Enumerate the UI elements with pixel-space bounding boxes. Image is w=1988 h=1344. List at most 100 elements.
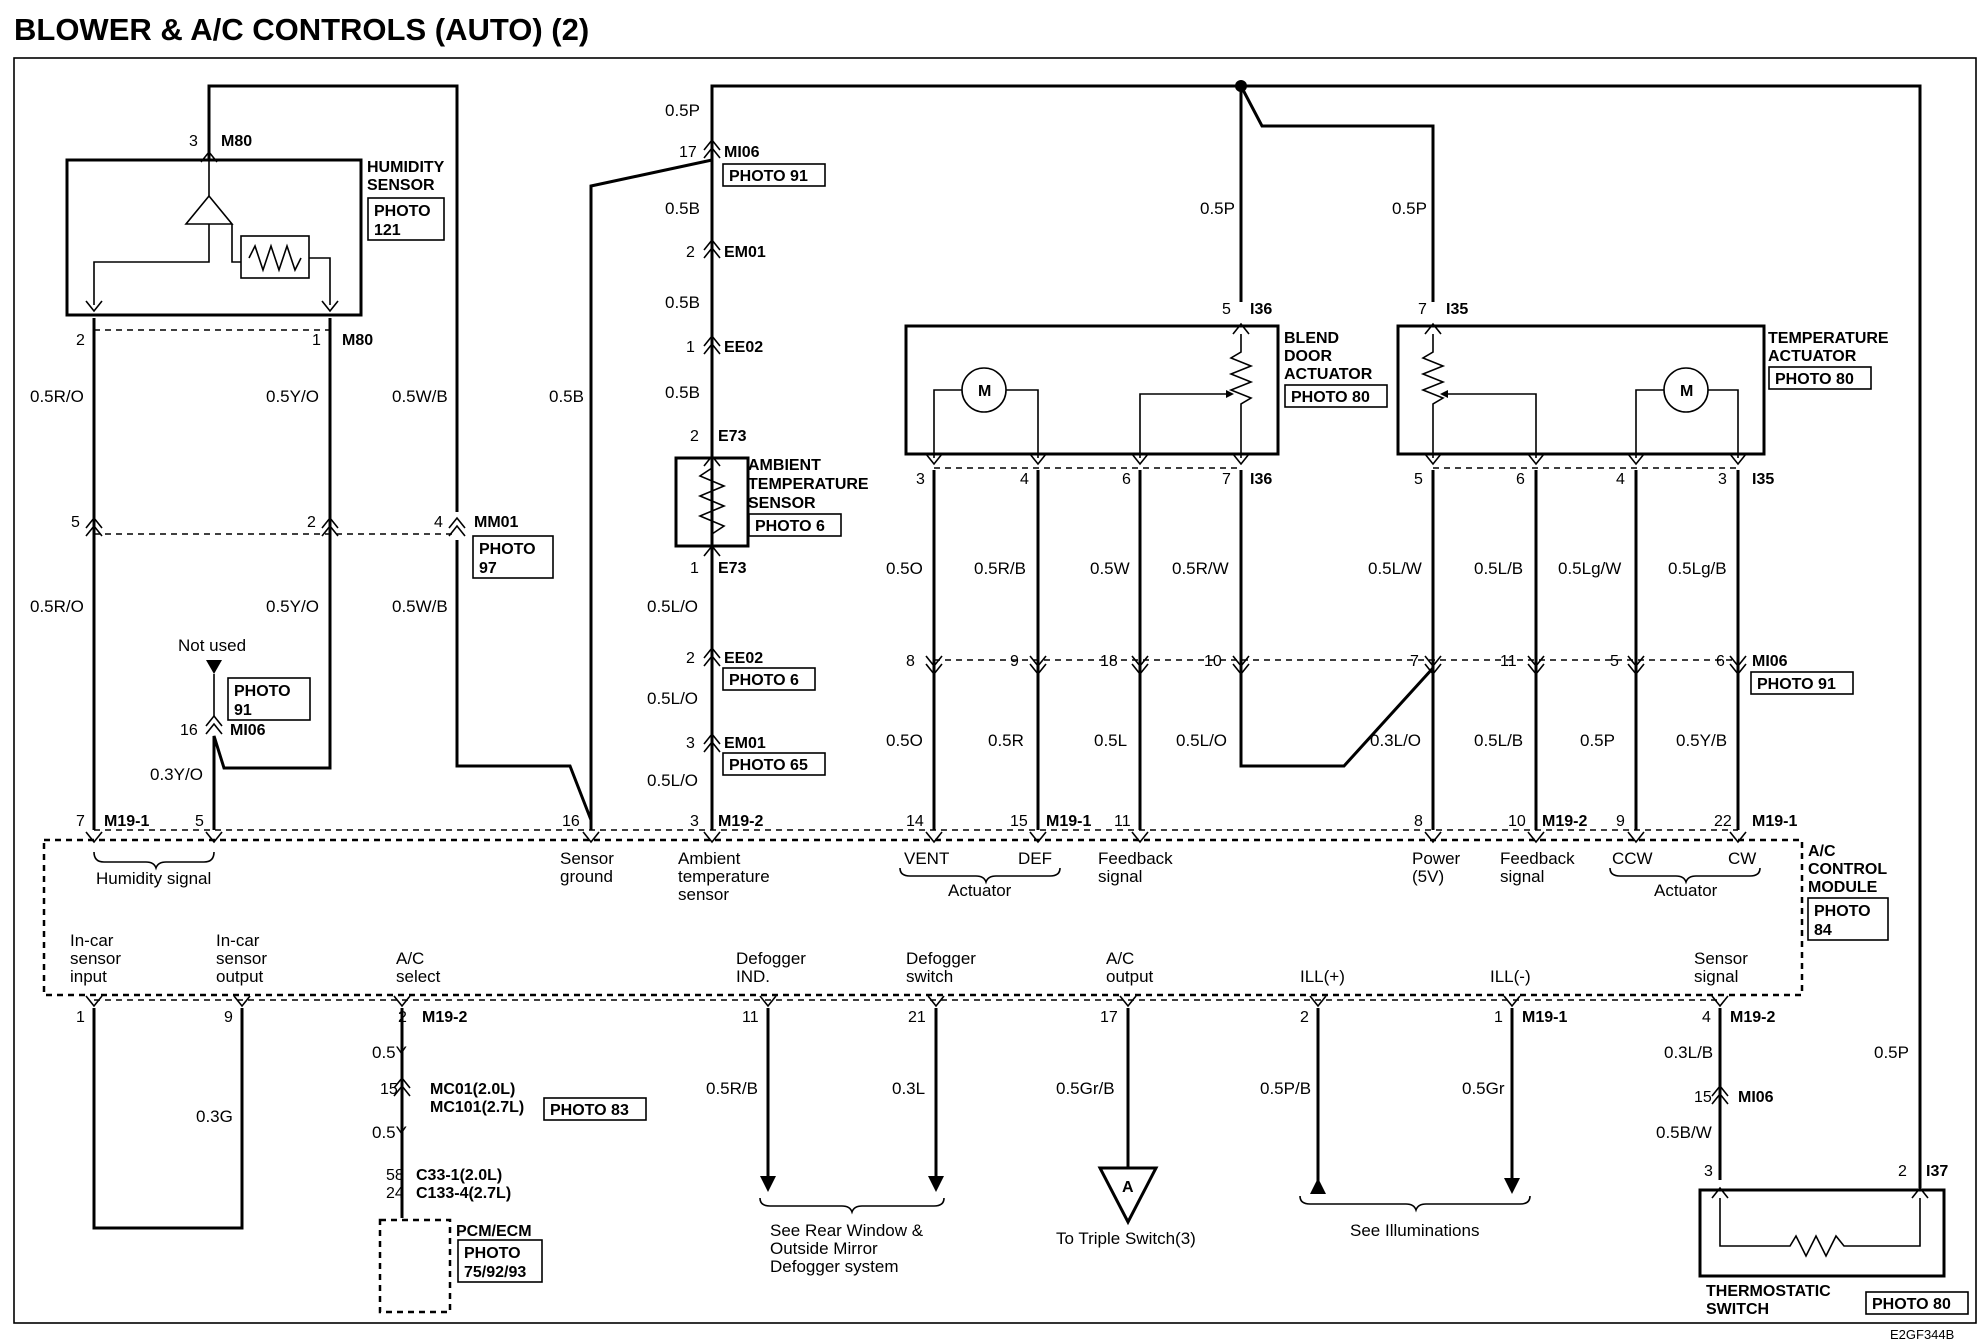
wire-label: 0.5Y/B xyxy=(1676,731,1727,750)
signal-ill-minus: ILL(-) xyxy=(1490,967,1531,986)
wire-label: 0.3Y/O xyxy=(150,765,203,784)
actuator-wires: 0.5O 0.5R/B 0.5W 0.5R/W 0.5L/W 0.5L/B 0.… xyxy=(886,470,1854,830)
pin-label: 7 xyxy=(1222,471,1231,488)
pin-label: 24 xyxy=(386,1185,404,1202)
pcm-photo-2: 75/92/93 xyxy=(464,1264,526,1281)
wire-label: 0.5Y/O xyxy=(266,387,319,406)
signal-feedback-b-2: signal xyxy=(1500,867,1544,886)
wire-label: 0.5L/O xyxy=(647,771,698,790)
humidity-sensor-label-2: SENSOR xyxy=(367,177,435,194)
blend-door-label-3: ACTUATOR xyxy=(1284,366,1373,383)
ac-module-photo-1: PHOTO xyxy=(1814,903,1871,920)
signal-ccw: CCW xyxy=(1612,849,1653,868)
signal-incar-input-3: input xyxy=(70,967,107,986)
note-defogger-3: Defogger system xyxy=(770,1257,899,1276)
ambient-sensor-column: 0.5P 17 MI06 PHOTO 91 0.5B 2 EM01 0.5B 1… xyxy=(589,86,869,830)
wire-label: 0.5O xyxy=(886,559,923,578)
signal-sensor-ground-2: ground xyxy=(560,867,613,886)
ac-control-module: A/C CONTROL MODULE PHOTO 84 7 M19-1 5 16… xyxy=(42,813,1889,1026)
pin-label: 17 xyxy=(1100,1009,1118,1026)
connector-label: MM01 xyxy=(474,514,519,531)
wire-label: 0.5B xyxy=(665,199,700,218)
connector-label: EM01 xyxy=(724,735,766,752)
signal-cw: CW xyxy=(1728,849,1756,868)
wire-label: 0.3L/B xyxy=(1664,1043,1713,1062)
connector-label: I37 xyxy=(1926,1163,1948,1180)
footer-code: E2GF344B xyxy=(1890,1327,1954,1342)
pin-label: 2 xyxy=(686,650,695,667)
illumination-circuits: 0.5P/B 0.5Gr See Illuminations xyxy=(1260,1008,1531,1240)
motor-symbol-a: M xyxy=(978,383,991,400)
diagram-frame xyxy=(13,57,1977,1324)
wire-label: 0.5L/B xyxy=(1474,731,1523,750)
pin-label: 11 xyxy=(1114,813,1131,830)
pin-label: 21 xyxy=(908,1009,926,1026)
pin-label: 6 xyxy=(1122,471,1131,488)
pin-label: 5 xyxy=(1222,301,1231,318)
diagram-title: BLOWER & A/C CONTROLS (AUTO) (2) xyxy=(14,12,589,47)
pin-label: 5 xyxy=(71,514,80,531)
wire-label: 0.5L xyxy=(1094,731,1127,750)
humidity-photo-2: 121 xyxy=(374,222,401,239)
wire-label: 0.5Y/O xyxy=(266,597,319,616)
temp-actuator-label-2: ACTUATOR xyxy=(1768,348,1857,365)
signal-defogger-switch-2: switch xyxy=(906,967,953,986)
connector-label: EM01 xyxy=(724,244,766,261)
connector-label: I35 xyxy=(1752,471,1774,488)
pin-label: 14 xyxy=(906,813,924,830)
thermostatic-label-1: THERMOSTATIC xyxy=(1706,1283,1831,1300)
wire-label: 0.5W/B xyxy=(392,387,448,406)
pin-label: 1 xyxy=(690,560,699,577)
signal-actuator-a: Actuator xyxy=(948,881,1012,900)
pin-label: 1 xyxy=(686,339,695,356)
signal-incar-input-1: In-car xyxy=(70,931,114,950)
temp-actuator-photo: PHOTO 80 xyxy=(1775,371,1854,388)
pin-label: 3 xyxy=(189,133,198,150)
connector-label: E73 xyxy=(718,428,747,445)
photo-ref: PHOTO 91 xyxy=(729,168,808,185)
connector-label: I36 xyxy=(1250,301,1272,318)
wire-label: 0.5L/O xyxy=(1176,731,1227,750)
wire-label: 0.5R/O xyxy=(30,387,84,406)
wire-label: 0.5R/B xyxy=(706,1079,758,1098)
blend-door-label-1: BLEND xyxy=(1284,330,1339,347)
pin-label: 1 xyxy=(1494,1009,1503,1026)
pcm-circuit: 0.5Y 15 MC01(2.0L) MC101(2.7L) PHOTO 83 … xyxy=(372,1008,647,1314)
pin-label: 7 xyxy=(1410,653,1419,670)
ambient-sensor-photo: PHOTO 6 xyxy=(755,518,825,535)
pin-label: 17 xyxy=(679,144,697,161)
photo-ref: PHOTO xyxy=(234,683,291,700)
wire-label: 0.5P xyxy=(1580,731,1615,750)
ac-module-label-1: A/C xyxy=(1808,843,1836,860)
motor-symbol-b: M xyxy=(1680,383,1693,400)
connector-label: MI06 xyxy=(1752,653,1788,670)
wire-label: 0.5L/W xyxy=(1368,559,1422,578)
note-defogger-2: Outside Mirror xyxy=(770,1239,878,1258)
pin-label: 2 xyxy=(307,514,316,531)
pin-label: 2 xyxy=(1300,1009,1309,1026)
signal-defogger-switch-1: Defogger xyxy=(906,949,976,968)
wire-label: 0.5P xyxy=(1874,1043,1909,1062)
connector-label: MI06 xyxy=(1738,1089,1774,1106)
photo-ref: 97 xyxy=(479,560,497,577)
signal-power-2: (5V) xyxy=(1412,867,1444,886)
wire-label: 0.3L/O xyxy=(1370,731,1421,750)
ac-module-label-2: CONTROL xyxy=(1808,861,1887,878)
pin-label: 9 xyxy=(224,1009,233,1026)
signal-ac-select-1: A/C xyxy=(396,949,424,968)
signal-ac-output-2: output xyxy=(1106,967,1154,986)
connector-label: M19-1 xyxy=(104,813,149,830)
humidity-photo-1: PHOTO xyxy=(374,203,431,220)
wire-label: 0.3L xyxy=(892,1079,925,1098)
humidity-wires: 2 1 M80 0.5R/O 0.5Y/O 0.5W/B 0.5B 0.5R/O… xyxy=(30,318,584,830)
signal-vent: VENT xyxy=(904,849,949,868)
wire-label: 0.5B/W xyxy=(1656,1123,1712,1142)
connector-label: M19-2 xyxy=(718,813,763,830)
pin-label: 11 xyxy=(1500,653,1517,670)
connector-label: MC01(2.0L) xyxy=(430,1081,515,1098)
signal-incar-input-2: sensor xyxy=(70,949,121,968)
pin-label: 15 xyxy=(1694,1089,1712,1106)
note-triple-switch: To Triple Switch(3) xyxy=(1056,1229,1196,1248)
blend-door-photo: PHOTO 80 xyxy=(1291,389,1370,406)
